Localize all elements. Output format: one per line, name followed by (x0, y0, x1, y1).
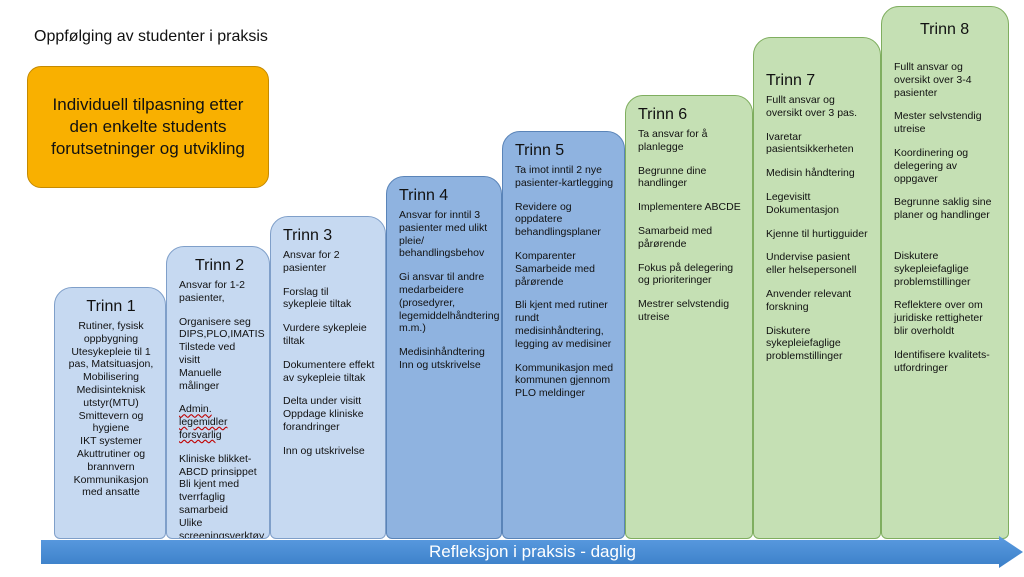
step-5-item: Revidere og oppdatere behandlingsplaner (515, 200, 601, 239)
step-2-item: Bli kjent med tverrfaglig samarbeid (179, 478, 240, 516)
step-8-item: Koordinering og delegering av oppgaver (894, 146, 969, 185)
step-1-item: Rutiner, fysisk oppbygning (78, 320, 144, 345)
step-2-title: Trinn 2 (195, 257, 245, 274)
step-8-item: Diskutere sykepleiefaglige problemstilli… (894, 249, 971, 288)
step-1: Trinn 1 Rutiner, fysisk oppbygning Utesy… (54, 287, 166, 539)
step-4-item: Medisinhåndtering Inn og utskrivelse (399, 346, 485, 371)
step-6-item: Implementere ABCDE (638, 201, 741, 214)
step-6: Trinn 6 Ta ansvar for å planlegge Begrun… (625, 95, 753, 539)
step-3-item: Inn og utskrivelse (283, 444, 365, 457)
step-7-item: Legevisitt Dokumentasjon (766, 190, 839, 216)
step-5-item: Ta imot inntil 2 nye pasienter-kartleggi… (515, 164, 614, 189)
step-1-item: Kommunikasjon med ansatte (73, 473, 149, 499)
step-1-item: Smittevern og hygiene (78, 409, 144, 435)
page-title: Oppfølging av studenter i praksis (34, 28, 268, 45)
step-6-item: Fokus på delegering og prioriteringer (638, 261, 734, 287)
step-6-item: Mestrer selvstendig utreise (638, 298, 730, 323)
step-2-item: Admin. legemidler forsvarlig (179, 403, 228, 441)
step-4-title: Trinn 4 (399, 187, 449, 204)
step-5-item: Komparenter Samarbeide med pårørende (515, 249, 595, 288)
step-7-item: Fullt ansvar og oversikt over 3 pas. (766, 94, 858, 119)
step-6-item: Ta ansvar for å planlegge (638, 128, 708, 153)
step-5-item: Bli kjent med rutiner rundt medisinhåndt… (515, 299, 612, 350)
arrow-label: Refleksjon i praksis - daglig (429, 542, 636, 561)
step-7-title: Trinn 7 (766, 72, 816, 89)
step-6-item: Samarbeid med pårørende (638, 224, 713, 250)
step-7-item: Kjenne til hurtigguider (766, 227, 868, 240)
step-7-item: Ivaretar pasientsikkerheten (766, 130, 854, 156)
step-7-item: Anvender relevant forskning (766, 287, 852, 313)
step-2-item: Tilstede ved visitt (179, 341, 236, 366)
step-7: Trinn 7 Fullt ansvar og oversikt over 3 … (753, 37, 881, 539)
step-2-item: Organisere seg DIPS,PLO,IMATIS (179, 315, 265, 341)
step-2-item: Ulike screeningsverktøy (179, 516, 265, 539)
step-2: Trinn 2 Ansvar for 1-2 pasienter, Organi… (166, 246, 270, 539)
step-1-item: Akuttrutiner og brannvern (76, 447, 146, 473)
step-3-item: Dokumentere effekt av sykepleie tiltak (283, 358, 375, 384)
step-3-item: Ansvar for 2 pasienter (283, 249, 340, 274)
step-2-item: Kliniske blikket-ABCD prinsippet (179, 452, 257, 478)
step-8-item: Mester selvstendig utreise (894, 110, 982, 136)
step-6-title: Trinn 6 (638, 106, 688, 123)
step-3-item: Delta under visitt (283, 395, 362, 408)
step-7-item: Undervise pasient eller helsepersonell (766, 251, 857, 277)
step-4: Trinn 4 Ansvar for inntil 3 pasienter me… (386, 176, 502, 539)
step-1-title: Trinn 1 (86, 298, 136, 315)
step-3: Trinn 3 Ansvar for 2 pasienter Forslag t… (270, 216, 386, 539)
step-8-item: Identifisere kvalitets-utfordringer (894, 348, 990, 374)
step-6-item: Begrunne dine handlinger (638, 164, 707, 190)
step-3-item: Forslag til sykepleie tiltak (283, 285, 352, 311)
step-1-item: IKT systemer (80, 435, 142, 448)
step-7-item: Diskutere sykepleiefaglige problemstilli… (766, 324, 843, 363)
step-4-item: Ansvar for inntil 3 pasienter med ulikt … (399, 209, 488, 260)
step-5-item: Kommunikasjon med kommunen gjennom PLO m… (515, 361, 614, 400)
step-5: Trinn 5 Ta imot inntil 2 nye pasienter-k… (502, 131, 625, 539)
step-3-item: Oppdage kliniske forandringer (283, 408, 364, 433)
step-8-title: Trinn 8 (920, 21, 970, 38)
step-2-item: Manuelle målinger (179, 366, 222, 392)
individual-adaptation-note: Individuell tilpasning etter den enkelte… (27, 66, 269, 188)
step-3-title: Trinn 3 (283, 227, 333, 244)
step-8-item: Begrunne saklig sine planer og handlinge… (894, 196, 992, 222)
step-8-item: Fullt ansvar og oversikt over 3-4 pasien… (894, 61, 972, 99)
step-8-item: Reflektere over om juridiske rettigheter… (894, 299, 983, 337)
step-3-item: Vurdere sykepleie tiltak (283, 322, 367, 347)
step-7-item: Medisin håndtering (766, 167, 855, 180)
step-1-item: Utesykepleie til 1 pas, Matsituasjon, Mo… (68, 345, 154, 384)
step-8: Trinn 8 Fullt ansvar og oversikt over 3-… (881, 6, 1009, 539)
step-4-item: Gi ansvar til andre medarbeidere (prosed… (399, 271, 500, 335)
step-1-item: Medisinteknisk utstyr(MTU) (76, 383, 146, 409)
step-5-title: Trinn 5 (515, 142, 565, 159)
reflection-arrow: Refleksjon i praksis - daglig (41, 536, 1024, 568)
arrow-shape (41, 536, 1023, 568)
step-2-item: Ansvar for 1-2 pasienter, (179, 279, 245, 304)
